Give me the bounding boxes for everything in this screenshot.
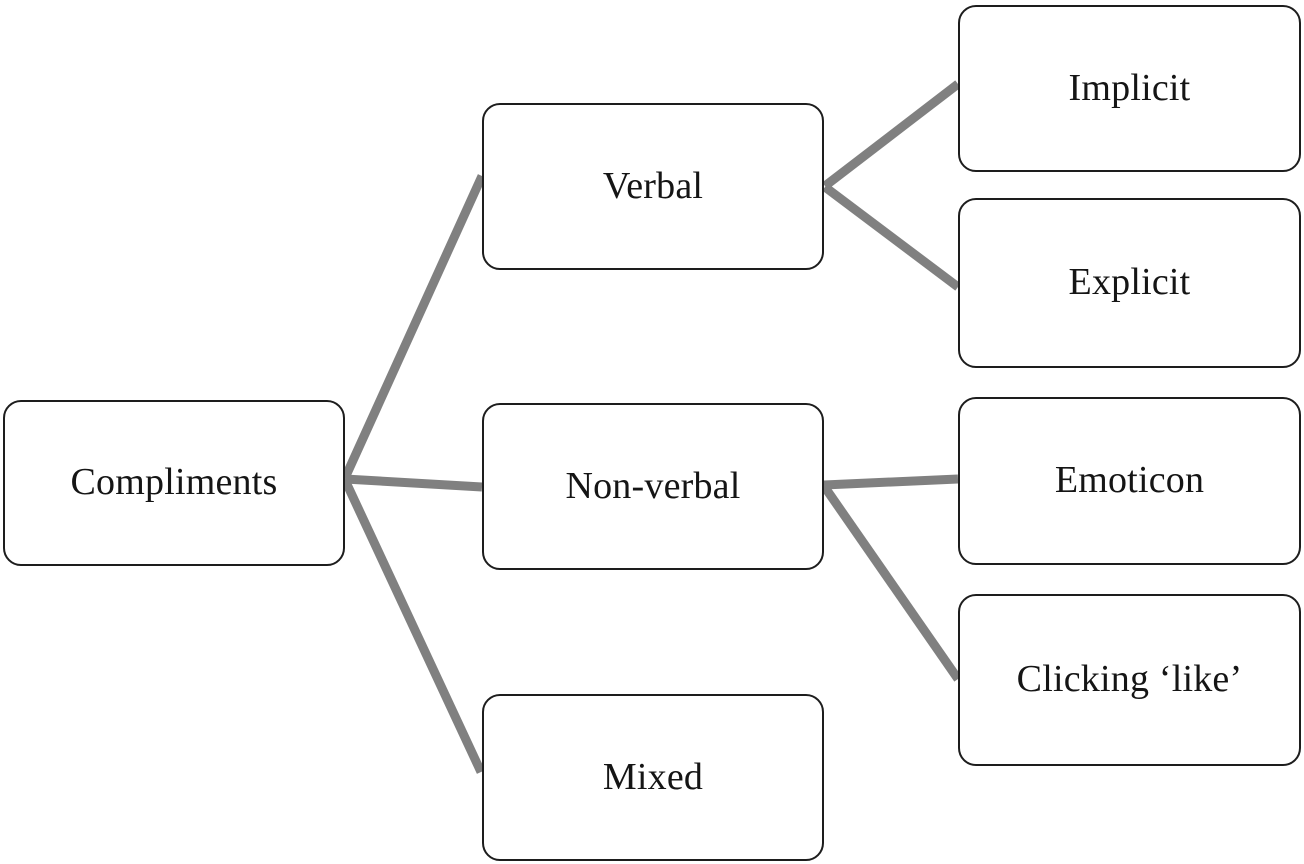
edge-non-verbal-clicking-like <box>820 483 962 682</box>
node-label-verbal: Verbal <box>602 164 704 207</box>
node-label-mixed: Mixed <box>602 755 704 798</box>
node-explicit[interactable]: Explicit <box>958 198 1301 368</box>
edge-verbal-explicit <box>822 183 961 291</box>
node-non-verbal[interactable]: Non-verbal <box>482 403 824 570</box>
node-label-implicit: Implicit <box>1068 66 1191 109</box>
node-compliments[interactable]: Compliments <box>3 400 345 566</box>
node-emoticon[interactable]: Emoticon <box>958 397 1301 565</box>
edge-compliments-verbal <box>340 174 487 480</box>
node-mixed[interactable]: Mixed <box>482 694 824 861</box>
node-label-non-verbal: Non-verbal <box>565 464 741 507</box>
node-label-compliments: Compliments <box>70 461 278 504</box>
node-implicit[interactable]: Implicit <box>958 5 1301 172</box>
edge-non-verbal-emoticon <box>823 474 959 490</box>
node-clicking-like[interactable]: Clicking ‘like’ <box>958 594 1301 766</box>
node-verbal[interactable]: Verbal <box>482 103 824 270</box>
edge-compliments-non-verbal <box>344 474 483 492</box>
node-label-clicking-like: Clicking ‘like’ <box>1016 658 1243 701</box>
node-label-explicit: Explicit <box>1068 261 1191 304</box>
node-label-emoticon: Emoticon <box>1054 459 1205 502</box>
edge-verbal-implicit <box>822 80 961 190</box>
edge-compliments-mixed <box>340 478 486 774</box>
